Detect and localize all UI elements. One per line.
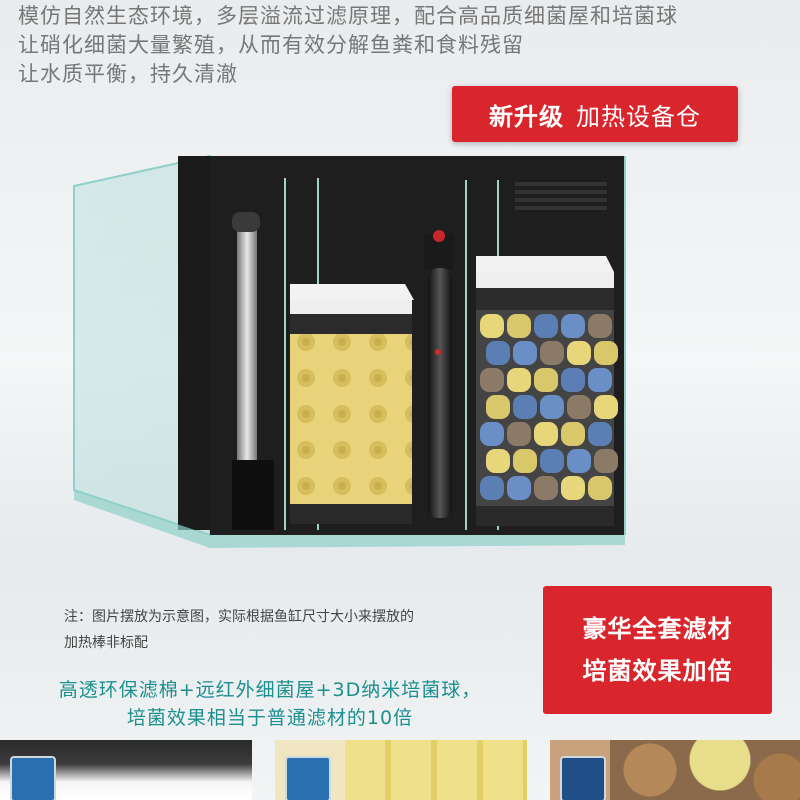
bio-ball — [594, 449, 618, 473]
bacteria-house-image — [345, 740, 527, 800]
bacteria-house-icon — [285, 756, 331, 800]
bio-ball — [486, 341, 510, 365]
bio-ball — [513, 341, 537, 365]
badge-heater-label: 加热设备仓 — [576, 102, 701, 131]
bio-ball — [486, 449, 510, 473]
bio-ball — [480, 476, 504, 500]
bio-ball — [567, 341, 591, 365]
bio-ball — [513, 449, 537, 473]
features-line-1: 高透环保滤棉+远红外细菌屋+3D纳米培菌球， — [58, 679, 482, 701]
vent-slots — [515, 182, 607, 210]
bio-ball — [480, 368, 504, 392]
bio-ball — [588, 422, 612, 446]
bio-ball — [561, 476, 585, 500]
bio-ball — [486, 395, 510, 419]
bio-ball — [534, 314, 558, 338]
bio-ball — [507, 368, 531, 392]
bio-ball — [513, 395, 537, 419]
bio-ball — [507, 422, 531, 446]
features-text: 高透环保滤棉+远红外细菌屋+3D纳米培菌球， 培菌效果相当于普通滤材的10倍 — [10, 676, 530, 732]
bio-ball — [534, 368, 558, 392]
intro-text: 模仿自然生态环境，多层溢流过滤原理，配合高品质细菌屋和培菌球 让硝化细菌大量繁殖… — [18, 2, 678, 89]
intro-line-2: 让硝化细菌大量繁殖，从而有效分解鱼粪和食料残留 — [18, 33, 524, 57]
bio-ball — [588, 314, 612, 338]
bio-ball — [507, 314, 531, 338]
bio-ball — [588, 476, 612, 500]
bio-ball — [561, 368, 585, 392]
bio-ball — [534, 422, 558, 446]
bio-ball — [540, 395, 564, 419]
intro-line-1: 模仿自然生态环境，多层溢流过滤原理，配合高品质细菌屋和培菌球 — [18, 4, 678, 28]
placement-note: 注：图片摆放为示意图，实际根据鱼缸尺寸大小来摆放的 加热棒非标配 — [64, 604, 414, 656]
intro-line-3: 让水质平衡，持久清澈 — [18, 62, 238, 86]
side-badge-line-2: 培菌效果加倍 — [582, 657, 733, 685]
bio-ball — [480, 314, 504, 338]
bio-ball-icon — [560, 756, 606, 800]
bio-ball — [561, 314, 585, 338]
badge-upgrade-label: 新升级 — [489, 102, 564, 131]
bio-ball — [594, 395, 618, 419]
bio-ball — [561, 422, 585, 446]
bio-ball — [588, 368, 612, 392]
bio-ball — [594, 341, 618, 365]
bio-ball — [534, 476, 558, 500]
filter-sponge-icon — [10, 756, 56, 800]
note-line-1: 注：图片摆放为示意图，实际根据鱼缸尺寸大小来摆放的 — [64, 609, 414, 625]
bio-ball — [567, 395, 591, 419]
filter-sponge-thumbnail — [0, 740, 252, 800]
bio-ball — [567, 449, 591, 473]
bio-ball — [540, 341, 564, 365]
heater-compartment-badge: 新升级 加热设备仓 — [452, 86, 738, 142]
filter-tank-illustration — [73, 154, 626, 548]
features-line-2: 培菌效果相当于普通滤材的10倍 — [126, 707, 414, 729]
bio-ball — [480, 422, 504, 446]
bacteria-house-thumbnail — [275, 740, 527, 800]
bio-ball-thumbnail — [550, 740, 800, 800]
filter-media-badge: 豪华全套滤材 培菌效果加倍 — [543, 586, 772, 714]
bio-ball-image — [610, 740, 800, 800]
note-line-2: 加热棒非标配 — [64, 635, 148, 651]
bio-ball — [507, 476, 531, 500]
bio-balls — [476, 310, 618, 506]
side-badge-line-1: 豪华全套滤材 — [582, 615, 733, 643]
bio-ball — [540, 449, 564, 473]
